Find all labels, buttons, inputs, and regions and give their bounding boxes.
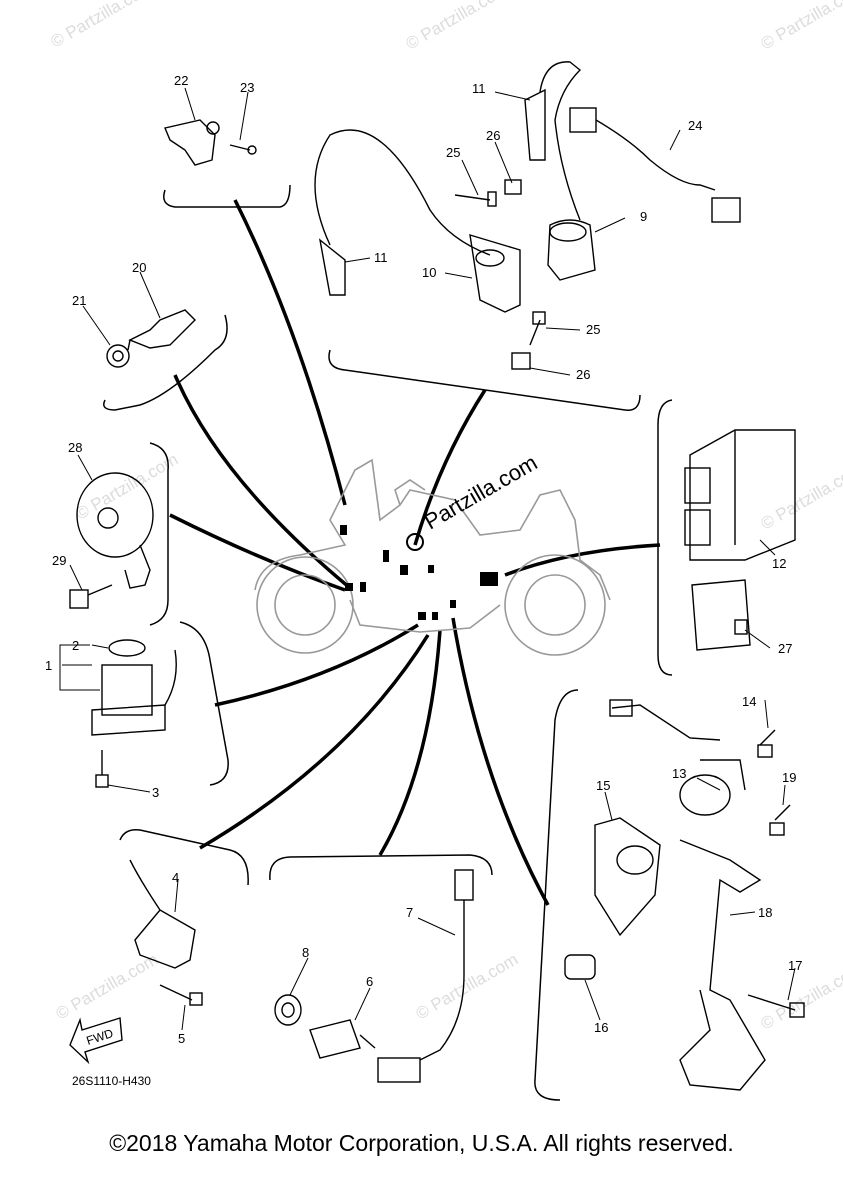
callout-25-top: 25 [446, 145, 460, 160]
callout-2: 2 [72, 638, 79, 653]
screw-3 [95, 750, 109, 788]
callout-7: 7 [406, 905, 413, 920]
bolt-25-bottom [529, 311, 546, 346]
bolt-5 [159, 984, 203, 1006]
watermark: © Partzilla.com [403, 0, 512, 53]
callout-3: 3 [152, 785, 159, 800]
leader-13 [451, 617, 550, 906]
sensor-4 [129, 859, 196, 969]
bolt-19 [769, 804, 791, 836]
copyright-text: ©2018 Yamaha Motor Corporation, U.S.A. A… [109, 1130, 734, 1156]
watermark: © Partzilla.com [758, 0, 843, 53]
leader-1 [214, 623, 419, 707]
leader-22 [233, 199, 347, 506]
callout-4: 4 [172, 870, 179, 885]
diagram-code: 26S1110-H430 [72, 1074, 151, 1088]
callout-19: 19 [782, 770, 796, 785]
ignition-coil-9 [547, 219, 596, 281]
callout-21: 21 [72, 293, 86, 308]
callout-15: 15 [596, 778, 610, 793]
harness-24 [569, 107, 741, 223]
watermark: © Partzilla.com [758, 460, 843, 534]
fwd-label: FWD [85, 1026, 116, 1048]
watermark: © Partzilla.com [53, 950, 162, 1024]
callout-12: 12 [772, 556, 786, 571]
bolt-29 [69, 584, 113, 609]
bolt-17 [747, 994, 805, 1018]
callout-leaders [59, 87, 796, 1031]
watermark: © Partzilla.com [48, 0, 157, 51]
ignition-coil-10 [469, 234, 521, 313]
bracket-28-29 [149, 442, 169, 626]
callout-22: 22 [174, 73, 188, 88]
ecu-12 [684, 429, 796, 561]
motorcycle-outline [254, 458, 611, 656]
bracket-20-21 [103, 314, 228, 411]
fwd-arrow-icon [69, 1017, 123, 1065]
callout-9: 9 [640, 209, 647, 224]
collar-16 [564, 954, 596, 980]
callout-26-bottom: 26 [576, 367, 590, 382]
callout-29: 29 [52, 553, 66, 568]
callout-13: 13 [672, 766, 686, 781]
callout-1: 1 [45, 658, 52, 673]
callout-8: 8 [302, 945, 309, 960]
watermark: © Partzilla.com [73, 450, 182, 524]
callout-25-bottom: 25 [586, 322, 600, 337]
callout-5: 5 [178, 1031, 185, 1046]
bike-part-markers [340, 525, 498, 620]
callout-10: 10 [422, 265, 436, 280]
bracket-6-8 [269, 854, 493, 881]
sensor-20 [127, 309, 196, 351]
horn-28 [76, 472, 154, 589]
callout-26-top: 26 [486, 128, 500, 143]
linkage-15 [594, 817, 661, 937]
callout-labels: 1 2 3 4 5 6 7 8 9 10 11 11 12 13 14 15 1… [45, 73, 802, 1046]
ignition-lead-left [314, 129, 491, 296]
washer-8 [274, 994, 302, 1026]
callout-18: 18 [758, 905, 772, 920]
ignition-lead-right [524, 61, 582, 221]
leader-12 [504, 543, 661, 577]
sensor-13 [609, 699, 746, 816]
bracket-22-23 [163, 184, 291, 208]
callout-17: 17 [788, 958, 802, 973]
washer-21 [106, 344, 130, 368]
lead-7 [377, 869, 474, 1083]
callout-16: 16 [594, 1020, 608, 1035]
callout-20: 20 [132, 260, 146, 275]
relay-27 [691, 579, 751, 651]
center-watermark: Partzilla.com [420, 450, 542, 535]
callout-28: 28 [68, 440, 82, 455]
callout-11-right: 11 [472, 81, 486, 96]
bolt-25-top [454, 191, 497, 207]
callout-6: 6 [366, 974, 373, 989]
bracket-18 [679, 839, 766, 1091]
bracket-4-5 [119, 828, 249, 886]
screw-14 [757, 729, 776, 758]
leader-20 [173, 374, 352, 590]
leader-4 [199, 634, 430, 850]
relay-1 [91, 649, 177, 736]
leader-6 [378, 629, 442, 856]
callout-27: 27 [778, 641, 792, 656]
bracket-top-coils [328, 349, 641, 411]
nut-26-top [504, 179, 522, 195]
callout-14: 14 [742, 694, 756, 709]
callout-24: 24 [688, 118, 702, 133]
bracket-1-3 [179, 621, 229, 786]
part-drawings [69, 61, 805, 1091]
callout-11-left: 11 [374, 250, 388, 265]
watermark: © Partzilla.com [413, 950, 522, 1024]
nut-26-bottom [511, 352, 531, 370]
bracket-12-27 [657, 399, 673, 676]
leader-top [413, 389, 487, 546]
callout-23: 23 [240, 80, 254, 95]
switch-6 [309, 1019, 376, 1059]
leader-lines [169, 199, 661, 906]
o-ring-2 [108, 639, 146, 657]
sensor-22 [164, 119, 257, 166]
